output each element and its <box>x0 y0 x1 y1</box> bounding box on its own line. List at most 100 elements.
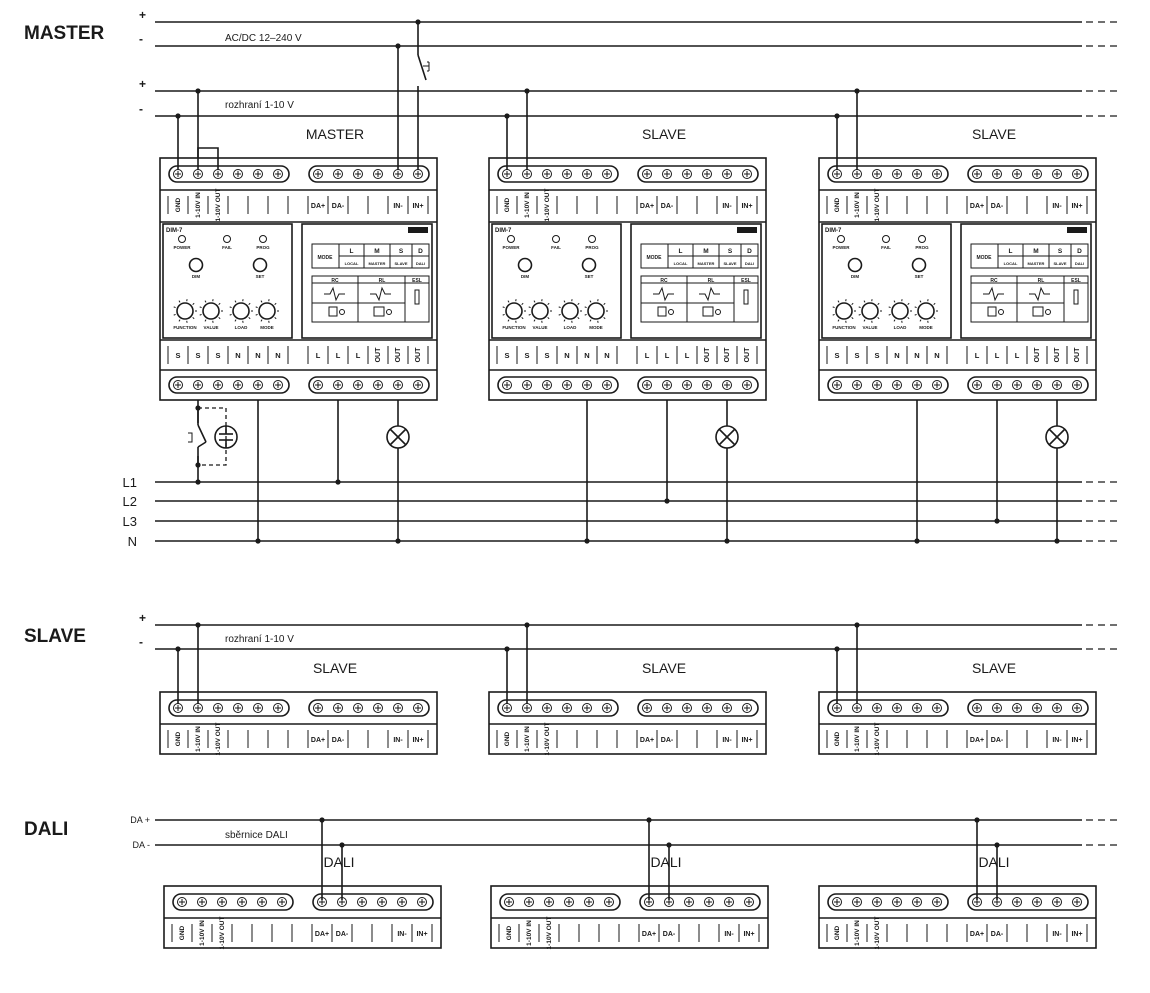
screw-ring <box>562 703 572 713</box>
knob-dial <box>232 302 250 320</box>
terminal-label: S <box>524 351 529 360</box>
model-label: DIM-7 <box>166 228 183 234</box>
load-table <box>311 275 430 323</box>
device-body <box>490 885 769 949</box>
wire <box>197 441 207 448</box>
screw-ring <box>417 897 427 907</box>
terminal-screw <box>522 380 532 390</box>
device-title: SLAVE <box>972 126 1016 142</box>
screw-ring <box>932 897 942 907</box>
knob-tick <box>521 317 524 320</box>
screw-ring <box>892 169 902 179</box>
screw-ring <box>502 703 512 713</box>
terminal-label: S <box>175 351 180 360</box>
knob-tick <box>589 319 592 322</box>
terminal-screw <box>722 169 732 179</box>
junction-dot <box>914 538 920 544</box>
knob-tick <box>173 306 176 309</box>
terminal-screw <box>233 703 243 713</box>
terminal-screw <box>393 380 403 390</box>
screw-ring <box>333 703 343 713</box>
terminal-block-left <box>497 376 619 394</box>
screw-ring <box>1012 380 1022 390</box>
push-button[interactable] <box>252 257 268 273</box>
esl-lamp-icon <box>1073 289 1079 305</box>
knob-tick <box>204 300 207 303</box>
capacitive-load-icon <box>987 306 997 317</box>
screw-ring <box>377 897 387 907</box>
model-label: DIM-7 <box>495 228 512 234</box>
screw-ring <box>237 897 247 907</box>
load-type-label: ESL <box>1071 278 1081 284</box>
load-type-label: RC <box>660 278 668 284</box>
mode-key: L <box>1009 248 1013 255</box>
knob-tick <box>919 300 922 303</box>
led-label: PROG <box>256 245 270 250</box>
device-title: DALI <box>650 854 681 870</box>
terminal-label: L <box>995 351 1000 360</box>
knob-tick <box>502 313 505 316</box>
terminal-screw <box>1052 169 1062 179</box>
knob: MODE <box>255 299 279 330</box>
led-label: PROG <box>915 245 929 250</box>
terminal-screw <box>852 897 862 907</box>
button-label: DIM <box>851 274 860 279</box>
terminal-label: S <box>834 351 839 360</box>
terminal-label: OUT <box>704 347 711 363</box>
screw-ring <box>992 703 1002 713</box>
knob: VALUE <box>199 299 223 330</box>
terminal-label: DA+ <box>640 203 654 210</box>
knob-tick <box>837 300 840 303</box>
terminal-label: 1-10V IN <box>199 920 206 946</box>
push-button[interactable] <box>188 257 204 273</box>
terminal-block-left <box>827 376 949 394</box>
terminal-label: IN- <box>724 931 734 938</box>
push-button[interactable] <box>517 257 533 273</box>
screw-ring <box>744 897 754 907</box>
terminal-screw <box>502 380 512 390</box>
screw-ring <box>357 897 367 907</box>
mode-name: SLAVE <box>723 261 736 266</box>
screw-ring <box>353 380 363 390</box>
junction-dot <box>195 622 201 628</box>
terminal-label: DA- <box>661 203 674 210</box>
terminal-screw <box>373 380 383 390</box>
mode-name: DALI <box>416 261 425 266</box>
terminal-label: OUT <box>1054 347 1061 363</box>
terminal-screw <box>337 897 347 907</box>
junction-dot <box>339 842 345 848</box>
knob-tick <box>584 313 587 316</box>
terminal-screw <box>333 380 343 390</box>
knob-dial <box>505 302 523 320</box>
junction-dot <box>175 113 181 119</box>
junction-dot <box>504 646 510 652</box>
phase-label-N: N <box>128 534 137 549</box>
terminal-screw <box>1032 897 1042 907</box>
knob-dial <box>835 302 853 320</box>
screw-ring <box>502 169 512 179</box>
push-button[interactable] <box>581 257 597 273</box>
junction-dot <box>255 538 261 544</box>
terminal-block-right <box>637 165 759 183</box>
knob-label: LOAD <box>894 325 907 330</box>
knob: MODE <box>914 299 938 330</box>
push-button[interactable] <box>911 257 927 273</box>
bus-interface-plus-polarity: + <box>139 77 146 91</box>
knob: MODE <box>584 299 608 330</box>
terminal-screw <box>992 897 1002 907</box>
knob-tick <box>229 313 232 316</box>
leading-edge-icon <box>653 286 674 302</box>
screw-ring <box>413 380 423 390</box>
screw-ring <box>892 380 902 390</box>
terminal-label: GND <box>175 731 182 746</box>
screw-ring <box>253 169 263 179</box>
knob-tick <box>877 302 880 305</box>
push-button[interactable] <box>847 257 863 273</box>
led-indicator <box>223 235 231 243</box>
screw-ring <box>662 169 672 179</box>
screw-ring <box>257 897 267 907</box>
screw-ring <box>892 897 902 907</box>
